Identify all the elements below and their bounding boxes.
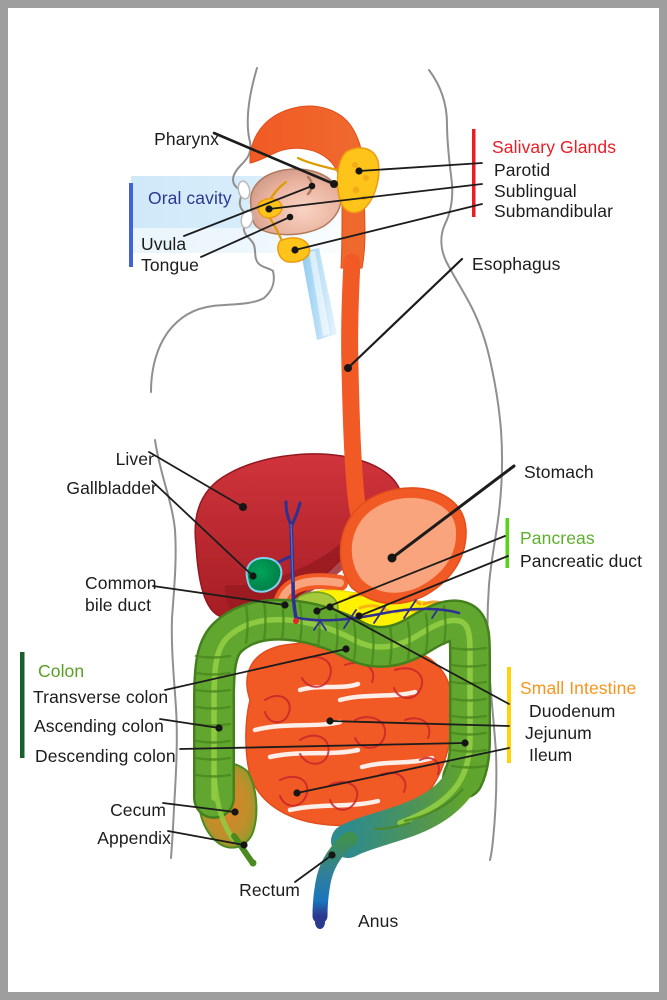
stomach-label: Stomach bbox=[524, 462, 594, 482]
small-intestine-heading-label: Small Intestine bbox=[520, 678, 637, 698]
gallbladder-and-ducts bbox=[245, 500, 461, 631]
common-bile-duct-label: Common bile duct bbox=[85, 573, 157, 615]
appendix-label: Appendix bbox=[97, 828, 171, 848]
oral-cavity-bar bbox=[129, 183, 133, 267]
body-outline bbox=[150, 67, 504, 861]
colon-heading-label: Colon bbox=[38, 661, 85, 681]
salivary-glands-bar bbox=[472, 129, 476, 217]
parotid-label: Parotid bbox=[494, 160, 551, 180]
small-intestine-bar bbox=[507, 667, 511, 763]
colon-bar bbox=[20, 652, 25, 758]
anus-organ bbox=[315, 915, 325, 929]
duodenum-label: Duodenum bbox=[529, 701, 616, 721]
liver-label: Liver bbox=[115, 449, 154, 469]
sublingual-label: Sublingual bbox=[494, 181, 577, 201]
rectum-label: Rectum bbox=[239, 880, 300, 900]
gallbladder-organ bbox=[245, 556, 283, 593]
digestive-system-illustration bbox=[20, 67, 516, 929]
descending-colon-label: Descending colon bbox=[35, 746, 176, 766]
salivary-glands-heading-label: Salivary Glands bbox=[492, 137, 617, 157]
pharynx-label: Pharynx bbox=[154, 129, 219, 149]
oral-cavity-heading-label: Oral cavity bbox=[148, 188, 232, 208]
colon-organ bbox=[193, 598, 491, 858]
submandibular-label: Submandibular bbox=[494, 201, 614, 221]
anus-label: Anus bbox=[358, 911, 399, 931]
leader-lines bbox=[148, 131, 516, 883]
trachea bbox=[301, 248, 337, 340]
stomach-organ bbox=[339, 487, 467, 605]
pancreas-heading-label: Pancreas bbox=[520, 528, 595, 548]
section-bars bbox=[20, 129, 511, 763]
jejunum-label: Jejunum bbox=[525, 723, 592, 743]
cecum-label: Cecum bbox=[110, 800, 166, 820]
ascending-colon-label: Ascending colon bbox=[34, 716, 164, 736]
transverse-colon-label: Transverse colon bbox=[33, 687, 169, 707]
leader-dots bbox=[215, 167, 469, 859]
rectum-organ bbox=[312, 831, 358, 929]
appendix-organ bbox=[231, 833, 257, 867]
uvula-label: Uvula bbox=[141, 234, 187, 254]
ileum-label: Ileum bbox=[529, 745, 573, 765]
pancreas-bar bbox=[505, 518, 509, 568]
gallbladder-label: Gallbladder bbox=[66, 478, 157, 498]
pancreatic-duct-label: Pancreatic duct bbox=[520, 551, 643, 571]
tongue-organ bbox=[237, 168, 342, 236]
tongue-label: Tongue bbox=[141, 255, 200, 275]
small-intestine-organ bbox=[245, 639, 454, 827]
esophagus-label: Esophagus bbox=[472, 254, 561, 274]
